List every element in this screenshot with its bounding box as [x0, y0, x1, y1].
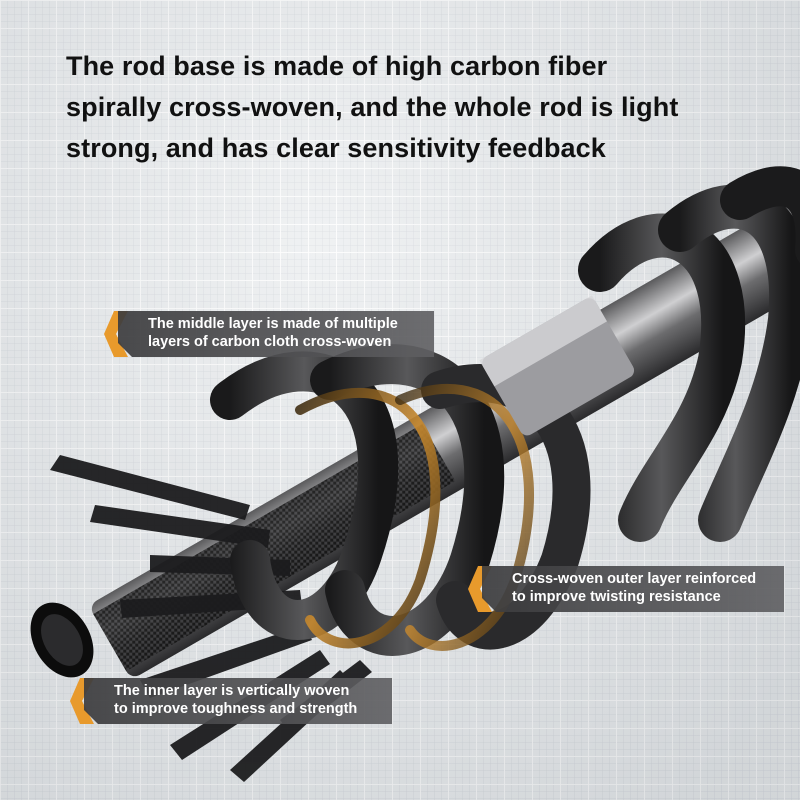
headline: The rod base is made of high carbon fibe… [66, 46, 746, 169]
callout-middle-line-2: layers of carbon cloth cross-woven [148, 334, 392, 350]
callout-outer-layer: Cross-woven outer layer reinforced to im… [482, 566, 784, 612]
headline-line-1: The rod base is made of high carbon fibe… [66, 51, 608, 81]
callout-outer-line-1: Cross-woven outer layer reinforced [512, 571, 757, 587]
callout-inner-layer: The inner layer is vertically woven to i… [84, 678, 392, 724]
callout-inner-line-1: The inner layer is vertically woven [114, 683, 350, 699]
callout-middle-layer: The middle layer is made of multiple lay… [118, 311, 434, 357]
callout-inner-line-2: to improve toughness and strength [114, 701, 358, 717]
callout-middle-line-1: The middle layer is made of multiple [148, 316, 398, 332]
callout-outer-line-2: to improve twisting resistance [512, 589, 721, 605]
headline-line-3: strong, and has clear sensitivity feedba… [66, 133, 606, 163]
headline-line-2: spirally cross-woven, and the whole rod … [66, 92, 679, 122]
